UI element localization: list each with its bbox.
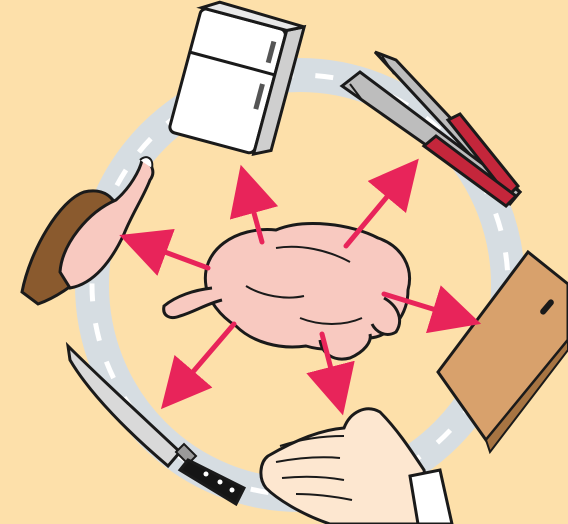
cross-contamination-illustration	[0, 0, 568, 524]
